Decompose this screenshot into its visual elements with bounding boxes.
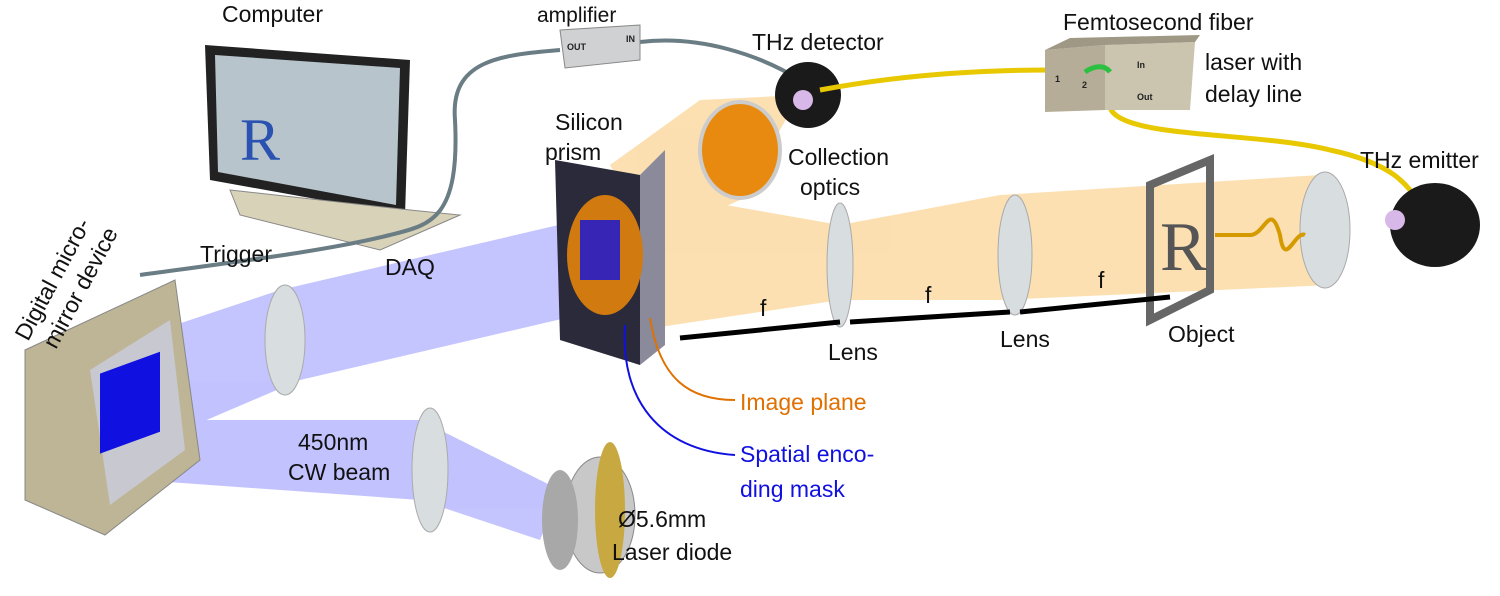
beam-label-line2: CW beam <box>288 459 390 485</box>
diode-label-line2: Laser diode <box>612 539 732 565</box>
lens-1-label: Lens <box>828 339 878 365</box>
fiber-to-emitter <box>1107 99 1423 207</box>
thz-emitter-label: THz emitter <box>1360 147 1479 173</box>
computer: R <box>205 45 462 251</box>
collimating-lens <box>411 407 449 533</box>
emitter-lens <box>1299 171 1351 289</box>
port-2-label: 2 <box>1082 80 1087 90</box>
mask-label-line1: Spatial enco- <box>740 441 874 467</box>
thz-detector-label: THz detector <box>752 29 884 55</box>
diode-label-line1: Ø5.6mm <box>618 506 706 532</box>
focal-length-3: f <box>1098 267 1105 293</box>
computer-label: Computer <box>222 1 323 27</box>
mask-label-line2: ding mask <box>740 476 845 502</box>
signal-cable <box>639 38 802 82</box>
object-letter: R <box>1160 209 1207 286</box>
trigger-cable <box>139 48 561 277</box>
dmd-lens <box>264 284 306 396</box>
laser-diode <box>542 442 636 578</box>
thz-pulse <box>1215 217 1306 252</box>
focal-length-arrows <box>679 294 1171 341</box>
port-in-label: In <box>1137 60 1145 70</box>
port-out-label: Out <box>1137 92 1153 102</box>
thz-emitter <box>1385 183 1480 267</box>
femtosecond-laser: 1 2 In Out <box>1045 35 1200 112</box>
beam-label-line1: 450nm <box>298 429 368 455</box>
thz-detector <box>775 62 841 128</box>
focal-length-1: f <box>760 295 767 321</box>
focal-length-2: f <box>925 282 932 308</box>
prism-label-line2: prism <box>545 139 601 165</box>
silicon-prism <box>555 150 665 365</box>
collection-optics-label-line1: Collection <box>788 144 889 170</box>
lens-2-label: Lens <box>1000 326 1050 352</box>
prism-label-line1: Silicon <box>555 109 623 135</box>
amplifier: OUT IN <box>559 24 641 69</box>
fiber-to-detector <box>819 67 1051 93</box>
collection-optics-label-line2: optics <box>800 174 860 200</box>
amp-in-label: IN <box>626 34 635 44</box>
lens-2 <box>997 194 1033 316</box>
mask-callout <box>623 324 736 456</box>
image-plane-callout <box>649 317 736 401</box>
svg-text:R: R <box>240 107 280 173</box>
object-label: Object <box>1168 321 1235 347</box>
daq-label: DAQ <box>385 254 435 280</box>
port-1-label: 1 <box>1055 74 1060 84</box>
trigger-label: Trigger <box>200 241 272 267</box>
object: R <box>1146 154 1214 327</box>
laser-label-line1: Femtosecond fiber <box>1063 9 1254 35</box>
laser-label-line2: laser with <box>1205 49 1302 75</box>
digital-micromirror-device <box>24 279 201 536</box>
amplifier-label: amplifier <box>537 4 616 27</box>
laser-label-line3: delay line <box>1205 81 1302 107</box>
spatial-encoding-mask <box>580 220 620 280</box>
amp-out-label: OUT <box>567 42 587 52</box>
image-plane-label: Image plane <box>740 389 867 415</box>
collection-optics <box>698 100 782 200</box>
lens-1 <box>826 202 854 328</box>
